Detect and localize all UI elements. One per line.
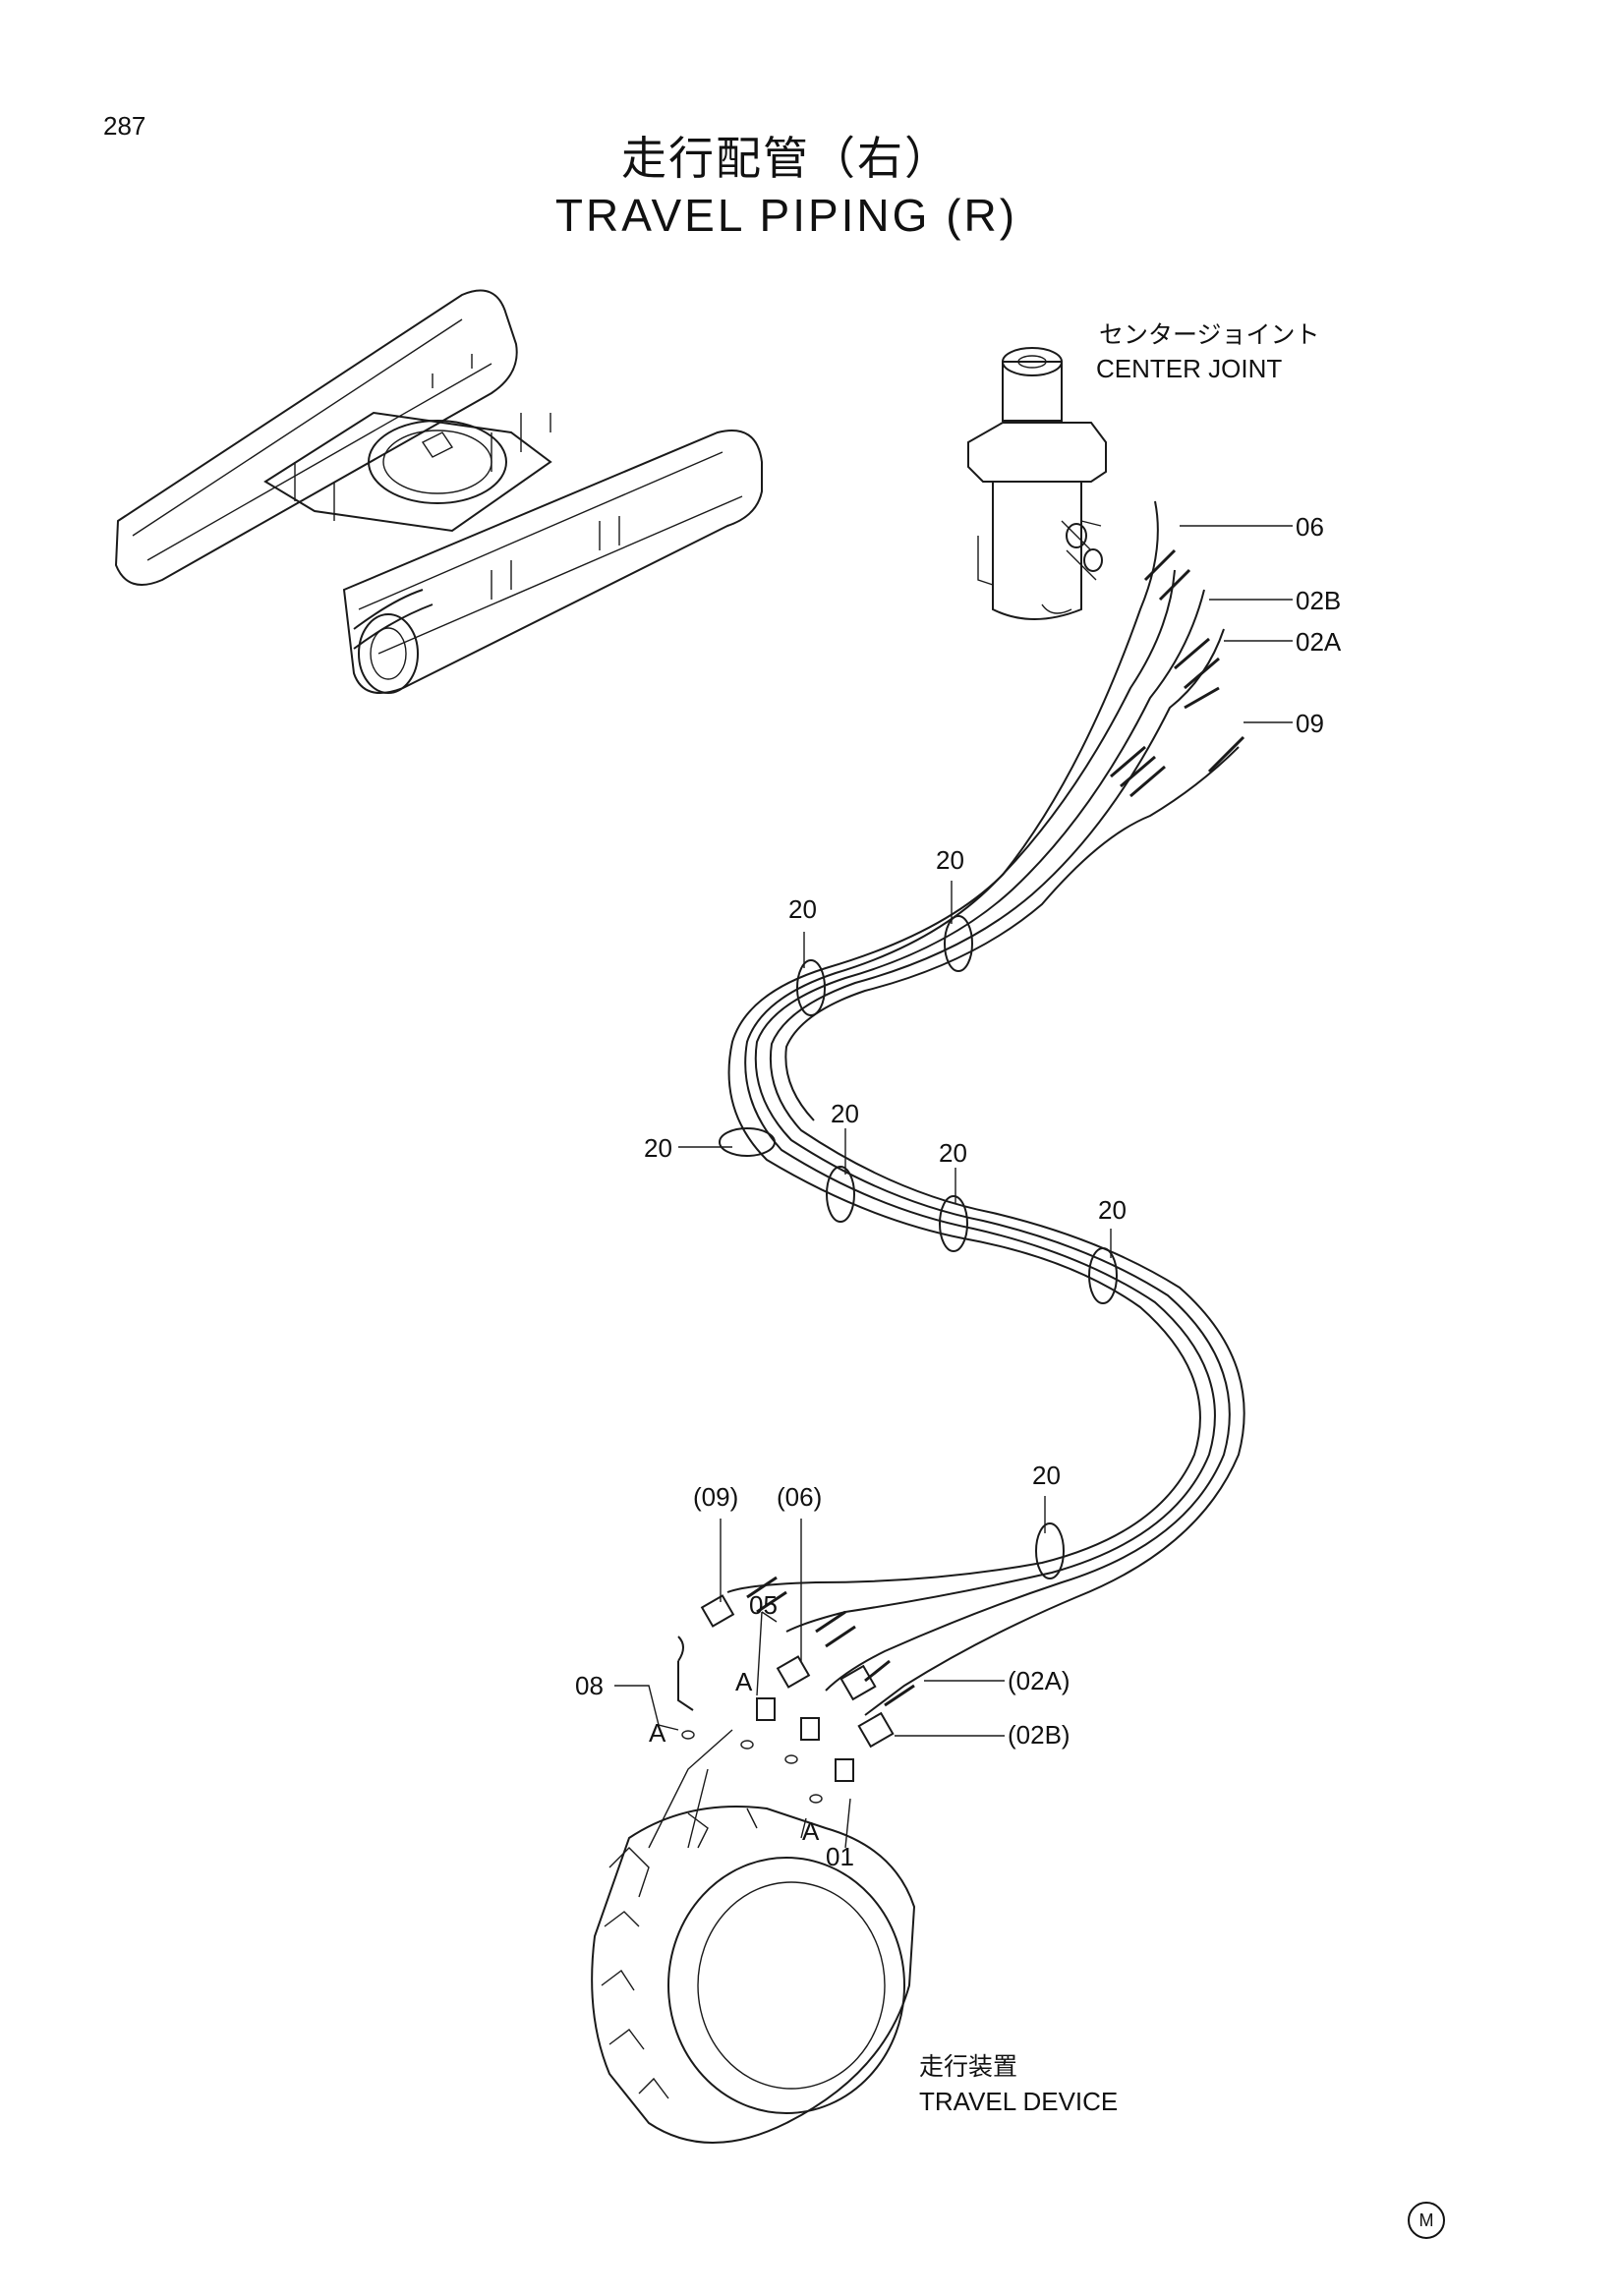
callout-p02b: (02B) xyxy=(1008,1720,1070,1750)
callout-02a: 02A xyxy=(1296,627,1342,657)
page-title-en: TRAVEL PIPING (R) xyxy=(554,190,1018,241)
undercarriage-overview xyxy=(114,289,763,694)
center-joint-drawing xyxy=(967,347,1107,620)
callout-clamp-20: 20 xyxy=(1032,1461,1061,1490)
travel-device-label-en: TRAVEL DEVICE xyxy=(919,2087,1119,2116)
page-number: 287 xyxy=(103,111,146,141)
callout-clamp-20: 20 xyxy=(939,1138,967,1168)
page-title-jp: 走行配管（右） xyxy=(621,132,952,185)
travel-device-label-jp: 走行装置 xyxy=(919,2052,1018,2081)
callout-a: A xyxy=(735,1667,753,1696)
callout-02b: 02B xyxy=(1296,586,1342,615)
leader-lines xyxy=(614,525,1293,1849)
callout-p02a: (02A) xyxy=(1008,1666,1070,1695)
callout-01: 01 xyxy=(826,1842,854,1871)
callout-clamp-20: 20 xyxy=(644,1133,672,1163)
clamps xyxy=(719,915,1118,1579)
callout-05: 05 xyxy=(749,1590,778,1620)
callout-clamp-20: 20 xyxy=(788,894,817,924)
center-joint-label-en: CENTER JOINT xyxy=(1096,354,1283,383)
hose-bundle xyxy=(726,500,1245,1716)
callout-06: 06 xyxy=(1296,512,1324,542)
callout-clamp-20: 20 xyxy=(1098,1195,1127,1225)
page-mark: M xyxy=(1408,2202,1445,2239)
callout-clamp-20: 20 xyxy=(936,845,964,875)
callout-09: 09 xyxy=(1296,709,1324,738)
callout-p09: (09) xyxy=(693,1482,739,1512)
hose-fittings xyxy=(677,1594,895,1804)
callout-clamp-20: 20 xyxy=(831,1099,859,1128)
callout-a: A xyxy=(649,1718,666,1748)
center-joint-label-jp: センタージョイント xyxy=(1099,320,1320,349)
callout-a: A xyxy=(802,1816,820,1846)
callout-08: 08 xyxy=(575,1671,604,1700)
travel-device-drawing xyxy=(591,1729,916,2144)
callout-p06: (06) xyxy=(777,1482,823,1512)
